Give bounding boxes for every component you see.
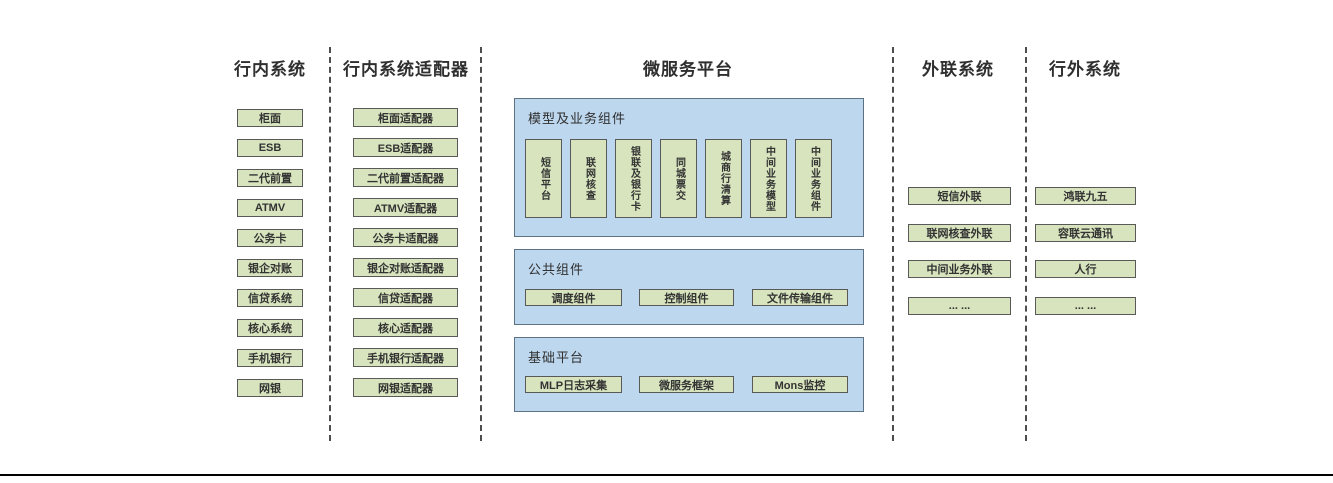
- component-label: 联网核查: [583, 156, 595, 201]
- component-box: 调度组件: [525, 289, 622, 306]
- panel-base-platform: 基础平台 MLP日志采集 微服务框架 Mons监控: [514, 337, 864, 412]
- adapter-box: 柜面适配器: [353, 108, 458, 127]
- component-box: 银联及银行卡: [615, 139, 652, 218]
- component-box: MLP日志采集: [525, 376, 622, 393]
- component-box: 中间业务组件: [795, 139, 832, 218]
- column-title-external: 行外系统: [1049, 60, 1121, 79]
- adapter-box: 手机银行适配器: [353, 348, 458, 367]
- column-title-internal: 行内系统: [234, 60, 306, 79]
- divider-4: [1025, 47, 1027, 441]
- component-label: 中间业务组件: [808, 145, 820, 212]
- adapter-box: 二代前置适配器: [353, 168, 458, 187]
- system-box: 柜面: [237, 109, 303, 127]
- adapter-box: 信贷适配器: [353, 288, 458, 307]
- external-box: 鸿联九五: [1035, 187, 1136, 205]
- outbound-box: 中间业务外联: [908, 260, 1011, 278]
- component-label: 城商行清算: [718, 151, 730, 206]
- adapter-box: ATMV适配器: [353, 198, 458, 217]
- external-box: 人行: [1035, 260, 1136, 278]
- component-box: 文件传输组件: [752, 289, 848, 306]
- adapter-box: 公务卡适配器: [353, 228, 458, 247]
- panel-label: 公共组件: [528, 262, 585, 277]
- component-label: 中间业务模型: [763, 145, 775, 212]
- system-box: 手机银行: [237, 349, 303, 367]
- divider-1: [329, 47, 331, 441]
- adapter-box: 核心适配器: [353, 318, 458, 337]
- panel-label: 模型及业务组件: [528, 111, 627, 126]
- component-label: 银联及银行卡: [628, 145, 640, 212]
- component-label: 同城票交: [673, 156, 685, 201]
- column-title-outbound: 外联系统: [922, 60, 994, 79]
- outbound-box: 短信外联: [908, 187, 1011, 205]
- system-box: ATMV: [237, 199, 303, 217]
- system-box: 公务卡: [237, 229, 303, 247]
- column-title-platform: 微服务平台: [643, 60, 733, 79]
- panel-model-components: 模型及业务组件 短信平台 联网核查 银联及银行卡 同城票交 城商行清算 中间业务…: [514, 98, 864, 237]
- divider-2: [480, 47, 482, 441]
- panel-common-components: 公共组件 调度组件 控制组件 文件传输组件: [514, 249, 864, 325]
- component-box: 微服务框架: [639, 376, 734, 393]
- component-box: 中间业务模型: [750, 139, 787, 218]
- adapter-box: ESB适配器: [353, 138, 458, 157]
- component-box: 短信平台: [525, 139, 562, 218]
- component-label: 短信平台: [538, 156, 550, 201]
- bottom-rule: [0, 474, 1333, 476]
- outbound-box: ... ...: [908, 297, 1011, 315]
- external-box: 容联云通讯: [1035, 224, 1136, 242]
- component-box: 联网核查: [570, 139, 607, 218]
- external-box: ... ...: [1035, 297, 1136, 315]
- component-box: 同城票交: [660, 139, 697, 218]
- component-box: Mons监控: [752, 376, 848, 393]
- system-box: 二代前置: [237, 169, 303, 187]
- system-box: ESB: [237, 139, 303, 157]
- outbound-box: 联网核查外联: [908, 224, 1011, 242]
- system-box: 银企对账: [237, 259, 303, 277]
- divider-3: [892, 47, 894, 441]
- column-title-adapters: 行内系统适配器: [343, 60, 469, 79]
- adapter-box: 网银适配器: [353, 378, 458, 397]
- adapter-box: 银企对账适配器: [353, 258, 458, 277]
- system-box: 核心系统: [237, 319, 303, 337]
- panel-label: 基础平台: [528, 350, 585, 365]
- system-box: 网银: [237, 379, 303, 397]
- component-box: 控制组件: [639, 289, 734, 306]
- system-box: 信贷系统: [237, 289, 303, 307]
- component-box: 城商行清算: [705, 139, 742, 218]
